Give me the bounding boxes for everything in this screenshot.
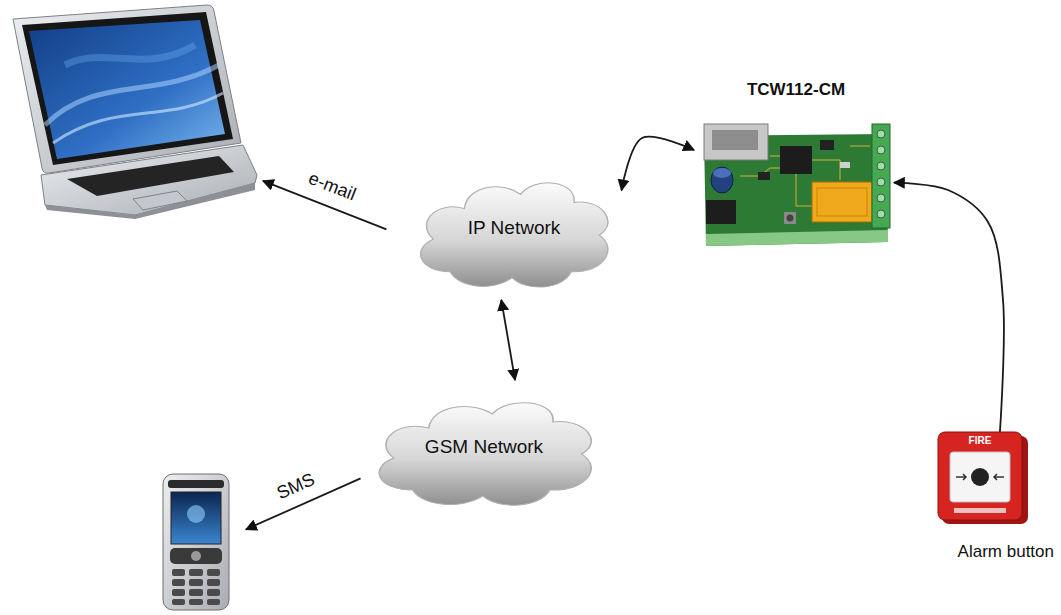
device-board: TCW112-CM bbox=[700, 76, 892, 248]
device-caption: Alarm button bbox=[958, 542, 1054, 562]
connector-arrow bbox=[622, 137, 694, 191]
phone-illustration bbox=[158, 472, 234, 612]
pcb-illustration bbox=[700, 76, 892, 248]
cloud-label: GSM Network bbox=[365, 436, 604, 458]
laptop-illustration bbox=[5, 5, 255, 217]
network-cloud: GSM Network bbox=[365, 392, 604, 512]
device-title: TCW112-CM bbox=[700, 80, 892, 100]
network-cloud: IP Network bbox=[408, 172, 619, 294]
cloud-label: IP Network bbox=[408, 217, 619, 239]
alarm-button-node: FIRE Alarm button bbox=[930, 428, 1056, 568]
button-marking: FIRE bbox=[938, 436, 1022, 446]
phone-node bbox=[158, 472, 234, 612]
connector-arrow bbox=[501, 300, 515, 380]
connector-arrow bbox=[894, 183, 1004, 432]
laptop-node bbox=[5, 5, 255, 217]
